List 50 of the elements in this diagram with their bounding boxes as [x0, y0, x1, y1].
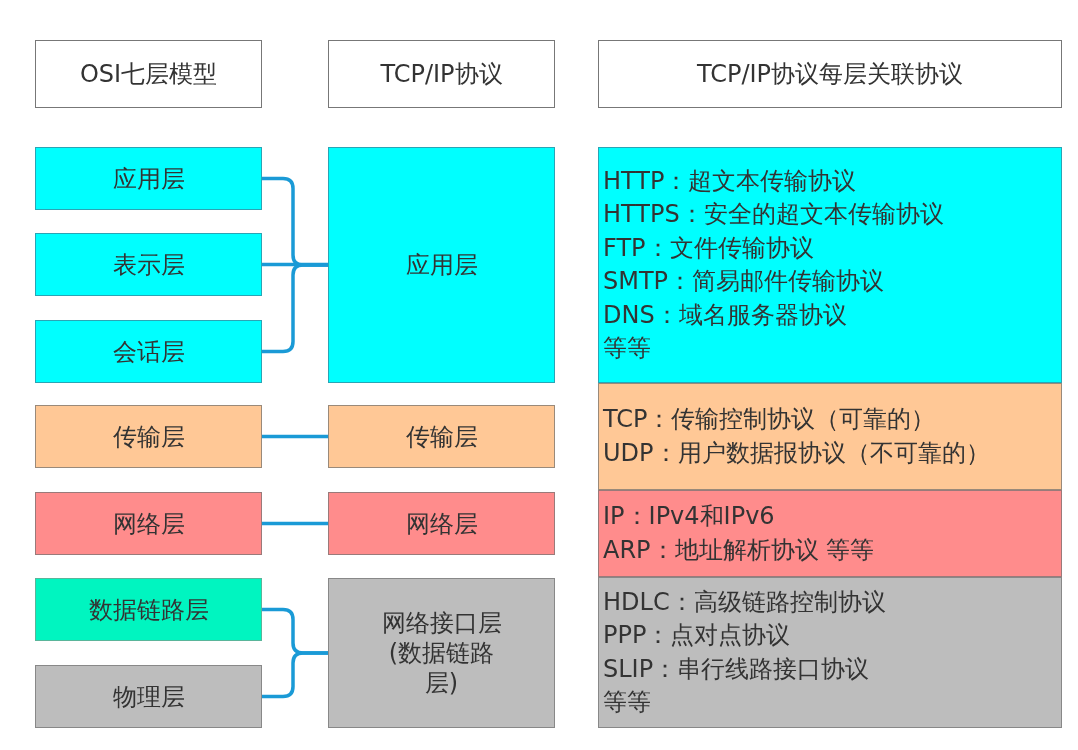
layer-box — [35, 492, 262, 555]
layer-box — [328, 147, 555, 383]
layer-box — [35, 665, 262, 728]
layer-box — [35, 578, 262, 641]
protocol-text: HTTPS：安全的超文本传输协议 — [603, 199, 944, 230]
protocol-text: HTTP：超文本传输协议 — [603, 165, 857, 197]
layer-box — [35, 405, 262, 468]
protocol-text: SLIP：串行线路接口协议 — [603, 653, 870, 685]
protocol-text: PPP：点对点协议 — [603, 620, 791, 651]
layer-label: 会话层 — [112, 336, 185, 367]
layer-label: 网络层 — [405, 508, 478, 539]
layer-label: 应用层 — [112, 163, 185, 194]
layer-label: 网络层 — [112, 508, 185, 539]
layer-box — [35, 233, 262, 296]
layer-label: 网络接口层(数据链路层) — [380, 608, 503, 698]
layer-label: 传输层 — [112, 421, 185, 452]
protocol-box — [598, 577, 1062, 728]
layer-label: TCP/IP协议每层关联协议 — [696, 59, 964, 89]
layer-label: 表示层 — [112, 249, 185, 280]
protocol-text: FTP：文件传输协议 — [603, 232, 814, 264]
layer-label: 传输层 — [405, 421, 478, 452]
protocol-box — [598, 147, 1062, 383]
layer-label: OSI七层模型 — [79, 59, 218, 89]
protocol-box — [598, 490, 1062, 577]
protocol-text: 等等 — [603, 687, 651, 718]
protocol-text: DNS：域名服务器协议 — [603, 299, 847, 331]
protocol-text: HDLC：高级链路控制协议 — [603, 586, 886, 618]
header-box — [328, 40, 555, 108]
connector-line — [262, 263, 328, 354]
connector-line — [262, 521, 328, 526]
protocol-text: TCP：传输控制协议（可靠的） — [603, 404, 936, 435]
protocol-text: ARP：地址解析协议 等等 — [603, 534, 875, 566]
header-box — [598, 40, 1062, 108]
protocol-box — [598, 383, 1062, 490]
header-box — [35, 40, 262, 108]
protocol-text: UDP：用户数据报协议（不可靠的） — [603, 437, 990, 469]
layer-label: 应用层 — [405, 250, 478, 280]
layer-label: 物理层 — [112, 681, 185, 712]
connector-line — [262, 434, 328, 439]
connector-line — [262, 651, 328, 699]
protocol-text: IP：IPv4和IPv6 — [603, 501, 775, 532]
layer-box — [328, 578, 555, 728]
layer-label: TCP/IP协议 — [380, 59, 503, 89]
layer-box — [328, 492, 555, 555]
layer-box — [35, 147, 262, 210]
protocol-text: 等等 — [603, 333, 651, 364]
protocol-text: SMTP：简易邮件传输协议 — [603, 266, 885, 297]
layer-box — [328, 405, 555, 468]
layer-label: 数据链路层 — [88, 594, 209, 625]
layer-box — [35, 320, 262, 383]
